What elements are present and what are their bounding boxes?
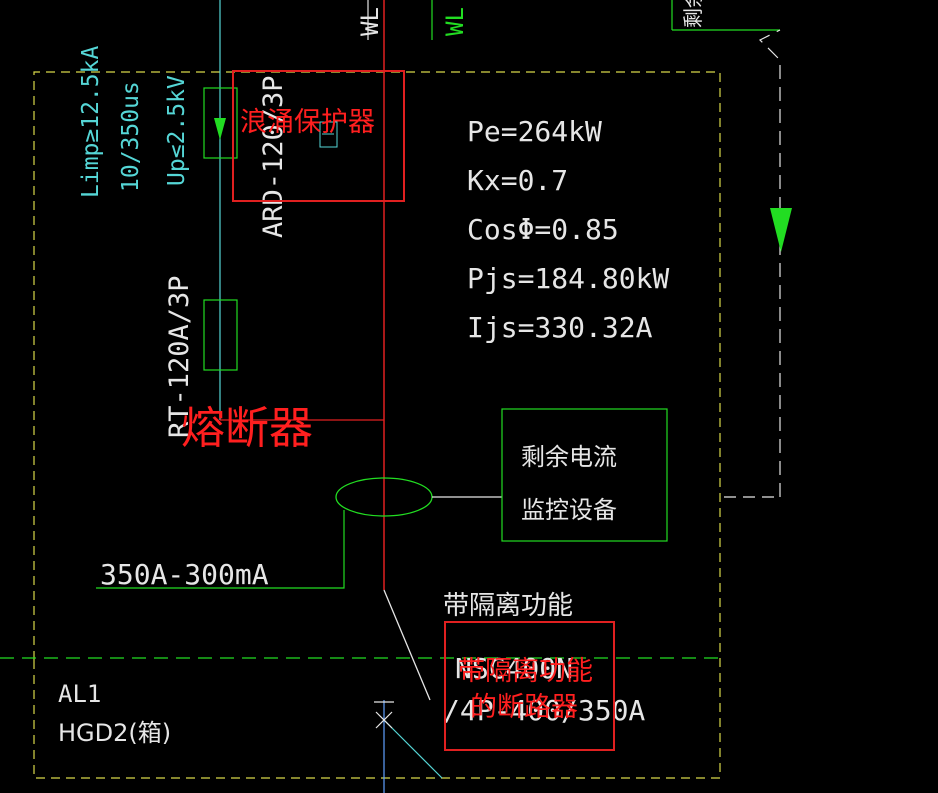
box-outline-dashed bbox=[33, 71, 721, 779]
rcm-box bbox=[501, 408, 668, 542]
load-pjs: Pjs=184.80kW bbox=[467, 262, 669, 295]
signal-arrow-icon bbox=[770, 208, 792, 252]
rcm-label-1: 剩余电流 bbox=[521, 443, 617, 471]
annotation-fuse: 熔断器 bbox=[181, 403, 313, 454]
annotation-box-spd bbox=[232, 70, 405, 202]
annotation-breaker-2: 的断路器 bbox=[470, 692, 578, 723]
load-cos: CosΦ=0.85 bbox=[467, 213, 619, 246]
spd-body bbox=[203, 87, 238, 159]
breaker-blade bbox=[383, 589, 431, 701]
annotation-surge-protector: 浪涌保护器 bbox=[240, 107, 375, 138]
top-label-right: 剩余 bbox=[681, 0, 705, 28]
box-name: AL1 bbox=[58, 680, 101, 708]
top-label-wl-2: WL bbox=[441, 7, 469, 36]
spd-spec-1: Limp≥12.5kA bbox=[78, 46, 104, 198]
breaker-lower-diagonal bbox=[383, 719, 443, 779]
fuse-body bbox=[203, 299, 238, 371]
box-type: HGD2(箱) bbox=[58, 719, 171, 747]
breaker-x-2 bbox=[375, 711, 393, 729]
spd-spec-3: Up≤2.5kV bbox=[164, 75, 190, 186]
ct-to-rating-line bbox=[96, 510, 345, 589]
spd-spec-2: 10/350us bbox=[118, 81, 144, 192]
spd-arrow-icon bbox=[214, 118, 226, 140]
spd-module bbox=[319, 121, 338, 148]
spd-model: ARD-120/3P bbox=[258, 75, 289, 238]
rcm-rating: 350A-300mA bbox=[100, 558, 269, 591]
breaker-model-2: /4P-400/350A bbox=[443, 694, 645, 727]
load-ijs: Ijs=330.32A bbox=[467, 311, 653, 344]
breaker-model-1: NSC400N bbox=[455, 652, 573, 685]
load-kx: Kx=0.7 bbox=[467, 164, 568, 197]
rcm-return-dashed bbox=[758, 29, 781, 497]
rcm-label-2: 监控设备 bbox=[521, 496, 617, 524]
load-pe: Pe=264kW bbox=[467, 115, 602, 148]
top-label-wl-1: WL bbox=[356, 7, 384, 36]
annotation-breaker-1: 带隔离功能 bbox=[458, 656, 593, 687]
breaker-isolation-label: 带隔离功能 bbox=[443, 591, 573, 621]
fuse-model: RT-120A/3P bbox=[164, 275, 195, 438]
annotation-box-breaker bbox=[444, 621, 615, 751]
